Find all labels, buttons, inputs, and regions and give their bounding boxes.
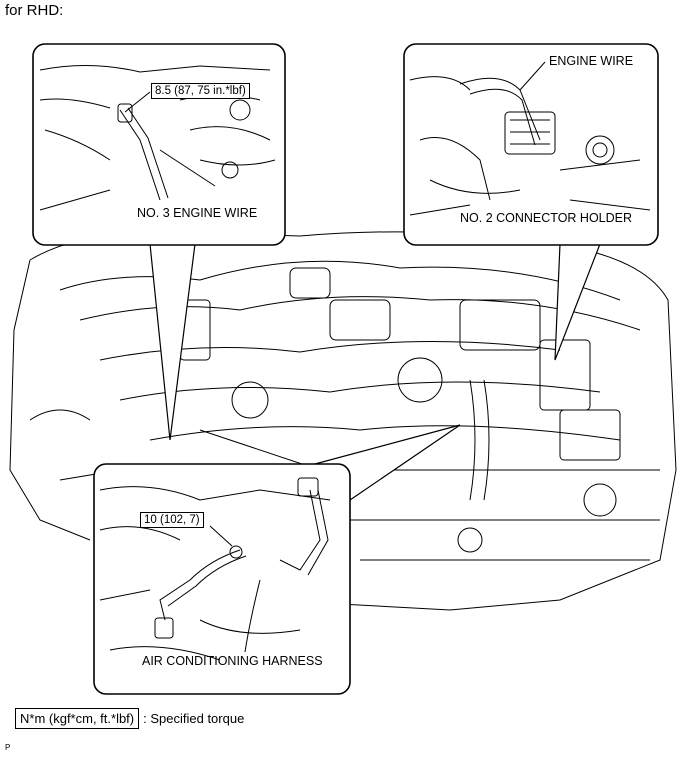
corner-mark: P — [5, 743, 11, 752]
air-conditioning-harness-label: AIR CONDITIONING HARNESS — [142, 654, 323, 668]
torque-unit-box: N*m (kgf*cm, ft.*lbf) — [15, 708, 140, 729]
torque-legend: N*m (kgf*cm, ft.*lbf) : Specified torque — [15, 708, 244, 729]
torque-label-bottom: 10 (102, 7) — [140, 512, 204, 528]
callout-engine-wire — [403, 43, 659, 361]
torque-legend-text: : Specified torque — [143, 711, 245, 726]
callout-no3-engine-wire — [32, 43, 286, 441]
no2-connector-holder-label: NO. 2 CONNECTOR HOLDER — [460, 211, 633, 225]
page-title: for RHD: — [5, 2, 64, 19]
engine-wire-label: ENGINE WIRE — [549, 54, 634, 68]
no3-engine-wire-label: NO. 3 ENGINE WIRE — [137, 206, 258, 220]
torque-label-top: 8.5 (87, 75 in.*lbf) — [151, 83, 250, 99]
